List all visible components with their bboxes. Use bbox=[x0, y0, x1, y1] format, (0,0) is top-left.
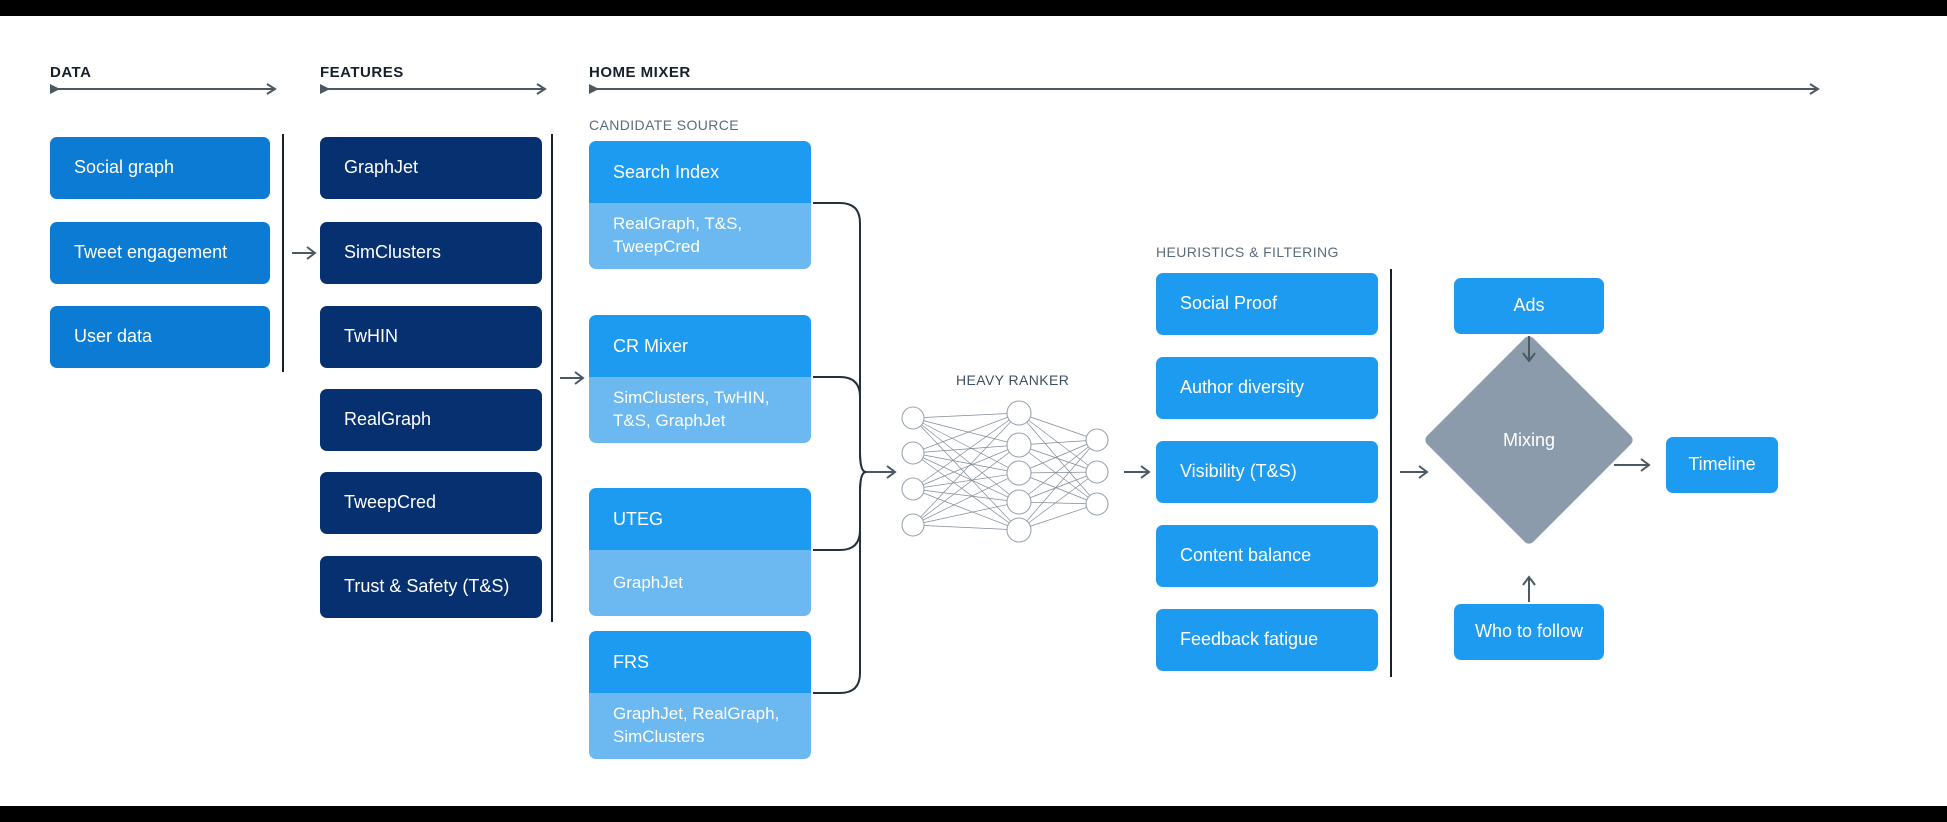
section-rule-data bbox=[50, 83, 277, 95]
section-title-home-mixer: HOME MIXER bbox=[589, 64, 691, 81]
output-card-timeline[interactable]: Timeline bbox=[1666, 437, 1778, 493]
arrow-features-to-candidate-source bbox=[560, 371, 585, 385]
features-card-twhin[interactable]: TwHIN bbox=[320, 306, 542, 368]
features-card-trust-safety[interactable]: Trust & Safety (T&S) bbox=[320, 556, 542, 618]
heuristics-card-visibility[interactable]: Visibility (T&S) bbox=[1156, 441, 1378, 503]
neural-network-graph bbox=[901, 400, 1109, 543]
arrow-who-to-follow-to-mixing bbox=[1522, 575, 1536, 602]
nn-hidden-node bbox=[1006, 517, 1032, 543]
section-title-data: DATA bbox=[50, 64, 92, 81]
separator-heuristics-mixing bbox=[1390, 269, 1392, 677]
section-rule-home-mixer bbox=[589, 83, 1820, 95]
features-card-realgraph[interactable]: RealGraph bbox=[320, 389, 542, 451]
candidate-source-features: SimClusters, TwHIN, T&S, GraphJet bbox=[589, 377, 811, 443]
data-card-tweet-engagement[interactable]: Tweet engagement bbox=[50, 222, 270, 284]
nn-output-node bbox=[1085, 460, 1109, 484]
section-title-features: FEATURES bbox=[320, 64, 404, 81]
candidate-source-search-index[interactable]: Search Index RealGraph, T&S, TweepCred bbox=[589, 141, 811, 269]
nn-input-node bbox=[901, 441, 925, 465]
diagram-sheet: DATA FEATURES HOME MIXER CAN bbox=[0, 16, 1947, 806]
subheader-heavy-ranker: HEAVY RANKER bbox=[956, 372, 1070, 388]
separator-data-features bbox=[282, 134, 284, 372]
mixing-input-ads[interactable]: Ads bbox=[1454, 278, 1604, 334]
data-card-social-graph[interactable]: Social graph bbox=[50, 137, 270, 199]
candidate-source-features: GraphJet, RealGraph, SimClusters bbox=[589, 693, 811, 759]
candidate-source-title: FRS bbox=[589, 631, 811, 693]
candidate-source-features: RealGraph, T&S, TweepCred bbox=[589, 203, 811, 269]
candidate-source-title: UTEG bbox=[589, 488, 811, 550]
mixing-label: Mixing bbox=[1502, 429, 1555, 450]
nn-input-node bbox=[901, 477, 925, 501]
data-card-user-data[interactable]: User data bbox=[50, 306, 270, 368]
nn-output-node bbox=[1085, 428, 1109, 452]
heuristics-card-social-proof[interactable]: Social Proof bbox=[1156, 273, 1378, 335]
nn-output-node bbox=[1085, 492, 1109, 516]
features-card-simclusters[interactable]: SimClusters bbox=[320, 222, 542, 284]
subheader-heuristics-filtering: HEURISTICS & FILTERING bbox=[1156, 244, 1339, 260]
nn-nodes bbox=[901, 400, 1109, 543]
mixing-diamond[interactable]: Mixing bbox=[1422, 333, 1636, 547]
heuristics-card-content-balance[interactable]: Content balance bbox=[1156, 525, 1378, 587]
arrow-candidate-source-to-ranker bbox=[866, 465, 897, 479]
separator-features-home-mixer bbox=[551, 134, 553, 622]
candidate-source-frs[interactable]: FRS GraphJet, RealGraph, SimClusters bbox=[589, 631, 811, 759]
arrow-data-to-features bbox=[292, 246, 317, 260]
nn-hidden-node bbox=[1006, 432, 1032, 458]
heuristics-card-author-diversity[interactable]: Author diversity bbox=[1156, 357, 1378, 419]
features-card-graphjet[interactable]: GraphJet bbox=[320, 137, 542, 199]
section-rule-features bbox=[320, 83, 547, 95]
candidate-source-features: GraphJet bbox=[589, 550, 811, 616]
candidate-source-bracket bbox=[813, 202, 867, 694]
heuristics-card-feedback-fatigue[interactable]: Feedback fatigue bbox=[1156, 609, 1378, 671]
arrow-heuristics-to-mixing bbox=[1400, 465, 1429, 479]
subheader-candidate-source: CANDIDATE SOURCE bbox=[589, 117, 740, 133]
arrow-mixing-to-timeline bbox=[1614, 458, 1651, 472]
nn-hidden-node bbox=[1006, 489, 1032, 515]
nn-hidden-node bbox=[1006, 460, 1032, 486]
connector-layer bbox=[292, 202, 1651, 694]
nn-input-node bbox=[901, 513, 925, 537]
nn-edges bbox=[912, 412, 1098, 531]
mixing-input-who-to-follow[interactable]: Who to follow bbox=[1454, 604, 1604, 660]
candidate-source-cr-mixer[interactable]: CR Mixer SimClusters, TwHIN, T&S, GraphJ… bbox=[589, 315, 811, 443]
candidate-source-title: CR Mixer bbox=[589, 315, 811, 377]
features-card-tweepcred[interactable]: TweepCred bbox=[320, 472, 542, 534]
candidate-source-uteg[interactable]: UTEG GraphJet bbox=[589, 488, 811, 616]
nn-input-node bbox=[901, 406, 925, 430]
nn-hidden-node bbox=[1006, 400, 1032, 426]
candidate-source-title: Search Index bbox=[589, 141, 811, 203]
arrow-ranker-to-heuristics bbox=[1124, 465, 1151, 479]
